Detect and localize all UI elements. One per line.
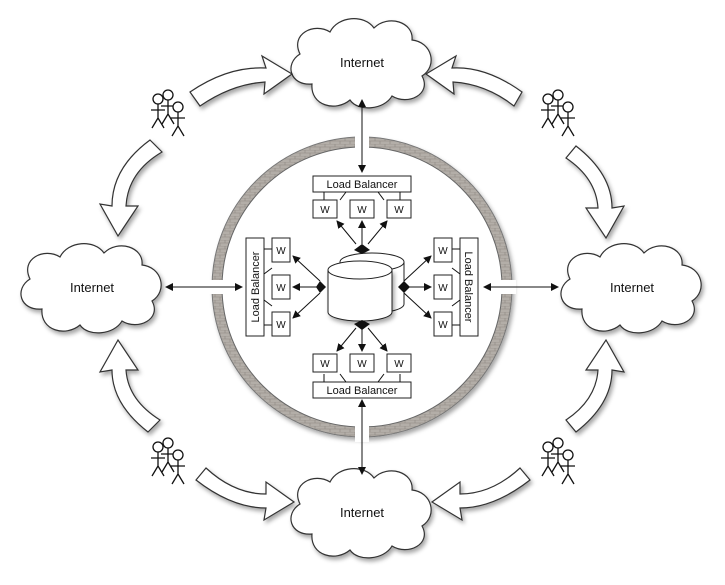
worker-box	[312, 199, 338, 219]
worker-label: W	[394, 359, 404, 370]
worker-box	[386, 353, 412, 373]
users-icon	[150, 437, 186, 485]
users-group-top-left	[150, 89, 186, 137]
curved-arrow-icon	[565, 145, 626, 240]
flow-arrows	[98, 54, 626, 522]
worker-box	[349, 353, 375, 373]
curved-arrow-icon	[424, 54, 523, 107]
users-group-bottom-left	[150, 437, 186, 485]
curved-arrow-icon	[189, 54, 294, 107]
worker-label: W	[438, 246, 448, 257]
database-icon	[316, 244, 410, 330]
load-balancer-label: Load Balancer	[462, 252, 474, 323]
worker-label: W	[438, 283, 448, 294]
curved-arrow-icon	[195, 467, 296, 522]
worker-label: W	[276, 283, 286, 294]
curved-arrow-icon	[98, 139, 163, 238]
internet-cloud-top: Internet	[290, 18, 432, 109]
cluster-left: Load Balancer W W W	[245, 237, 321, 337]
cluster-right: Load Balancer W W W	[403, 237, 479, 337]
internet-cloud-left: Internet	[20, 243, 162, 334]
users-group-bottom-right	[540, 437, 576, 485]
worker-label: W	[320, 205, 330, 216]
worker-box	[433, 237, 453, 263]
curved-arrow-icon	[430, 467, 531, 522]
worker-box	[433, 311, 453, 337]
curved-arrow-icon	[565, 338, 626, 433]
worker-label: W	[320, 359, 330, 370]
internet-label: Internet	[70, 280, 114, 295]
cloud-connections	[165, 99, 559, 475]
load-balancer-label: Load Balancer	[327, 179, 398, 191]
worker-box	[312, 353, 338, 373]
load-balancer-right	[459, 237, 479, 337]
internet-label: Internet	[340, 55, 384, 70]
worker-box	[433, 274, 453, 300]
internet-cloud-right: Internet	[560, 243, 702, 334]
load-balancer-label: Load Balancer	[327, 385, 398, 397]
worker-label: W	[357, 205, 367, 216]
worker-label: W	[357, 359, 367, 370]
cluster-bottom: Load Balancer W W W	[312, 327, 412, 399]
load-balancer-top	[312, 175, 412, 193]
worker-label: W	[394, 205, 404, 216]
users-group-top-right	[540, 89, 576, 137]
internet-label: Internet	[610, 280, 654, 295]
worker-box	[349, 199, 375, 219]
load-balancer-bottom	[312, 381, 412, 399]
load-balancer-label: Load Balancer	[250, 251, 262, 322]
internet-cloud-bottom: Internet	[290, 468, 432, 559]
internet-label: Internet	[340, 505, 384, 520]
users-icon	[150, 89, 186, 137]
worker-box	[271, 237, 291, 263]
cluster-top: Load Balancer W W W	[312, 175, 412, 245]
users-icon	[540, 437, 576, 485]
worker-box	[386, 199, 412, 219]
worker-box	[271, 311, 291, 337]
users-icon	[540, 89, 576, 137]
worker-label: W	[276, 320, 286, 331]
worker-label: W	[276, 246, 286, 257]
load-balancer-left	[245, 237, 265, 337]
curved-arrow-icon	[98, 338, 161, 433]
worker-box	[271, 274, 291, 300]
worker-label: W	[438, 320, 448, 331]
